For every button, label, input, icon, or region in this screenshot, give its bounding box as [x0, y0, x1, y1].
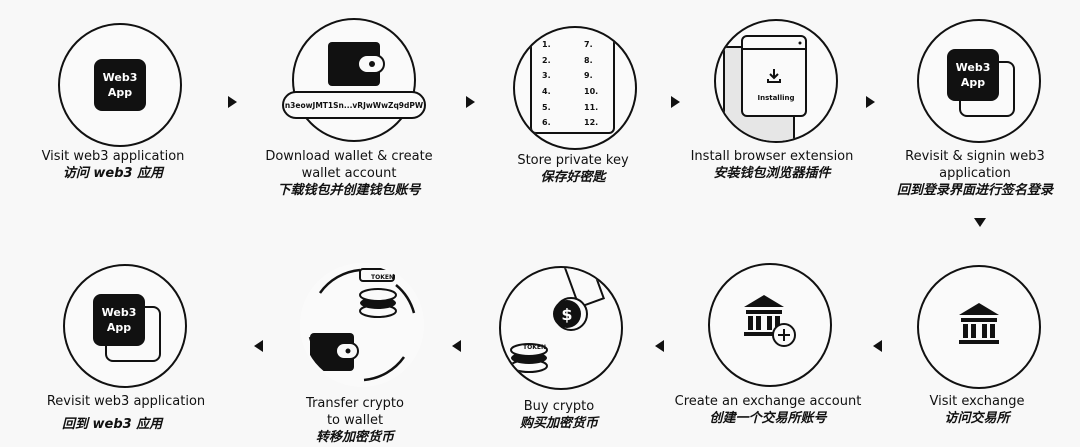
arrow-right-icon	[228, 96, 237, 108]
step-label-zh: 创建一个交易所账号	[709, 411, 827, 426]
key-index: 8.	[584, 55, 593, 65]
buy-crypto-icon: $	[510, 268, 606, 373]
web3-app-icon: Web3 App	[93, 294, 145, 346]
installing-status: Installing	[757, 94, 795, 102]
step-4-circle: Installing	[714, 19, 838, 143]
step-10-circle: Web3 App	[63, 264, 187, 388]
key-index: 6.	[542, 118, 551, 128]
wallet-address: n3eowJMT1Sn...vRJwWwZq9dPW	[282, 91, 426, 119]
key-index: 7.	[584, 40, 593, 49]
wallet-icon	[328, 42, 385, 86]
step-label-zh: 保存好密匙	[540, 170, 606, 185]
step-label-zh: 购买加密货币	[519, 416, 598, 431]
app-label: App	[106, 321, 132, 334]
key-index: 9.	[584, 71, 593, 81]
svg-text:$: $	[561, 305, 572, 324]
step-label-zh: 访问交易所	[944, 411, 1010, 426]
step-2-circle	[292, 18, 416, 142]
arrow-right-icon	[671, 96, 680, 108]
key-index: 2.	[542, 55, 551, 65]
transfer-icon	[308, 268, 416, 382]
step-9-circle: TOKEN	[300, 263, 424, 387]
step-label-zh: 下载钱包并创建钱包账号	[277, 183, 421, 198]
step-label-en: Download wallet & create wallet account	[265, 149, 433, 181]
step-1-circle: Web3 App	[58, 23, 182, 147]
step-8-label: Buy crypto 购买加密货币	[459, 398, 659, 432]
step-4-label: Install browser extension 安装钱包浏览器插件	[672, 148, 872, 182]
key-index: 1.	[542, 40, 551, 49]
arrow-right-icon	[466, 96, 475, 108]
app-label: Web3	[955, 61, 991, 74]
step-label-zh: 回到 web3 应用	[62, 417, 163, 432]
key-index: 4.	[542, 86, 551, 96]
step-label-en: Buy crypto	[523, 399, 595, 414]
step-label-en: Store private key	[517, 153, 629, 168]
token-label: TOKEN	[523, 344, 546, 351]
app-label: Web3	[102, 71, 138, 84]
step-label-en: Transfer crypto to wallet	[306, 396, 404, 428]
private-key-list-icon: 1. 7. 2. 8. 3. 9. 4. 10. 5. 11. 6. 12.	[530, 28, 615, 134]
step-label-en: Visit exchange	[929, 394, 1025, 409]
web3-app-icon: Web3 App	[94, 59, 146, 111]
arrow-right-icon	[866, 96, 875, 108]
key-index: 3.	[542, 71, 551, 81]
app-label: Web3	[101, 306, 137, 319]
browser-install-icon	[723, 35, 807, 141]
step-9-label: Transfer crypto to wallet 转移加密货币	[255, 395, 455, 446]
key-index: 10.	[584, 86, 599, 96]
step-10-label: Revisit web3 application 回到 web3 应用	[26, 393, 226, 433]
key-index: 5.	[542, 102, 551, 112]
token-label: TOKEN	[371, 274, 394, 281]
step-label-en: Revisit & signin web3 application	[905, 149, 1045, 181]
step-7-circle	[708, 263, 832, 387]
step-label-zh: 转移加密货币	[315, 430, 394, 445]
step-5-circle: Web3 App	[917, 19, 1041, 143]
step-6-circle	[917, 265, 1041, 389]
bank-add-icon	[744, 295, 796, 347]
arrow-left-icon	[655, 340, 664, 352]
step-2-label: Download wallet & create wallet account …	[249, 148, 449, 199]
step-label-en: Create an exchange account	[674, 394, 862, 409]
step-7-label: Create an exchange account 创建一个交易所账号	[668, 393, 868, 427]
app-label: App	[107, 86, 133, 99]
key-index: 12.	[584, 118, 599, 128]
arrow-down-icon	[974, 218, 986, 227]
step-8-circle: $ TOKEN	[499, 266, 623, 390]
step-label-zh: 访问 web3 应用	[62, 166, 164, 181]
step-label-zh: 回到登录界面进行签名登录	[896, 183, 1053, 198]
step-3-circle: 1. 7. 2. 8. 3. 9. 4. 10. 5. 11. 6. 12.	[513, 26, 637, 150]
step-1-label: Visit web3 application 访问 web3 应用	[13, 148, 213, 182]
step-6-label: Visit exchange 访问交易所	[877, 393, 1077, 427]
key-index: 11.	[584, 102, 599, 112]
step-label-en: Revisit web3 application	[46, 394, 206, 409]
arrow-left-icon	[452, 340, 461, 352]
step-label-en: Install browser extension	[690, 149, 854, 164]
web3-app-icon: Web3 App	[947, 49, 999, 101]
bank-icon	[959, 303, 999, 344]
arrow-left-icon	[254, 340, 263, 352]
step-3-label: Store private key 保存好密匙	[473, 152, 673, 186]
step-5-label: Revisit & signin web3 application 回到登录界面…	[875, 148, 1075, 199]
step-label-en: Visit web3 application	[41, 149, 185, 164]
step-label-zh: 安装钱包浏览器插件	[713, 166, 831, 181]
arrow-left-icon	[873, 340, 882, 352]
app-label: App	[960, 76, 986, 89]
